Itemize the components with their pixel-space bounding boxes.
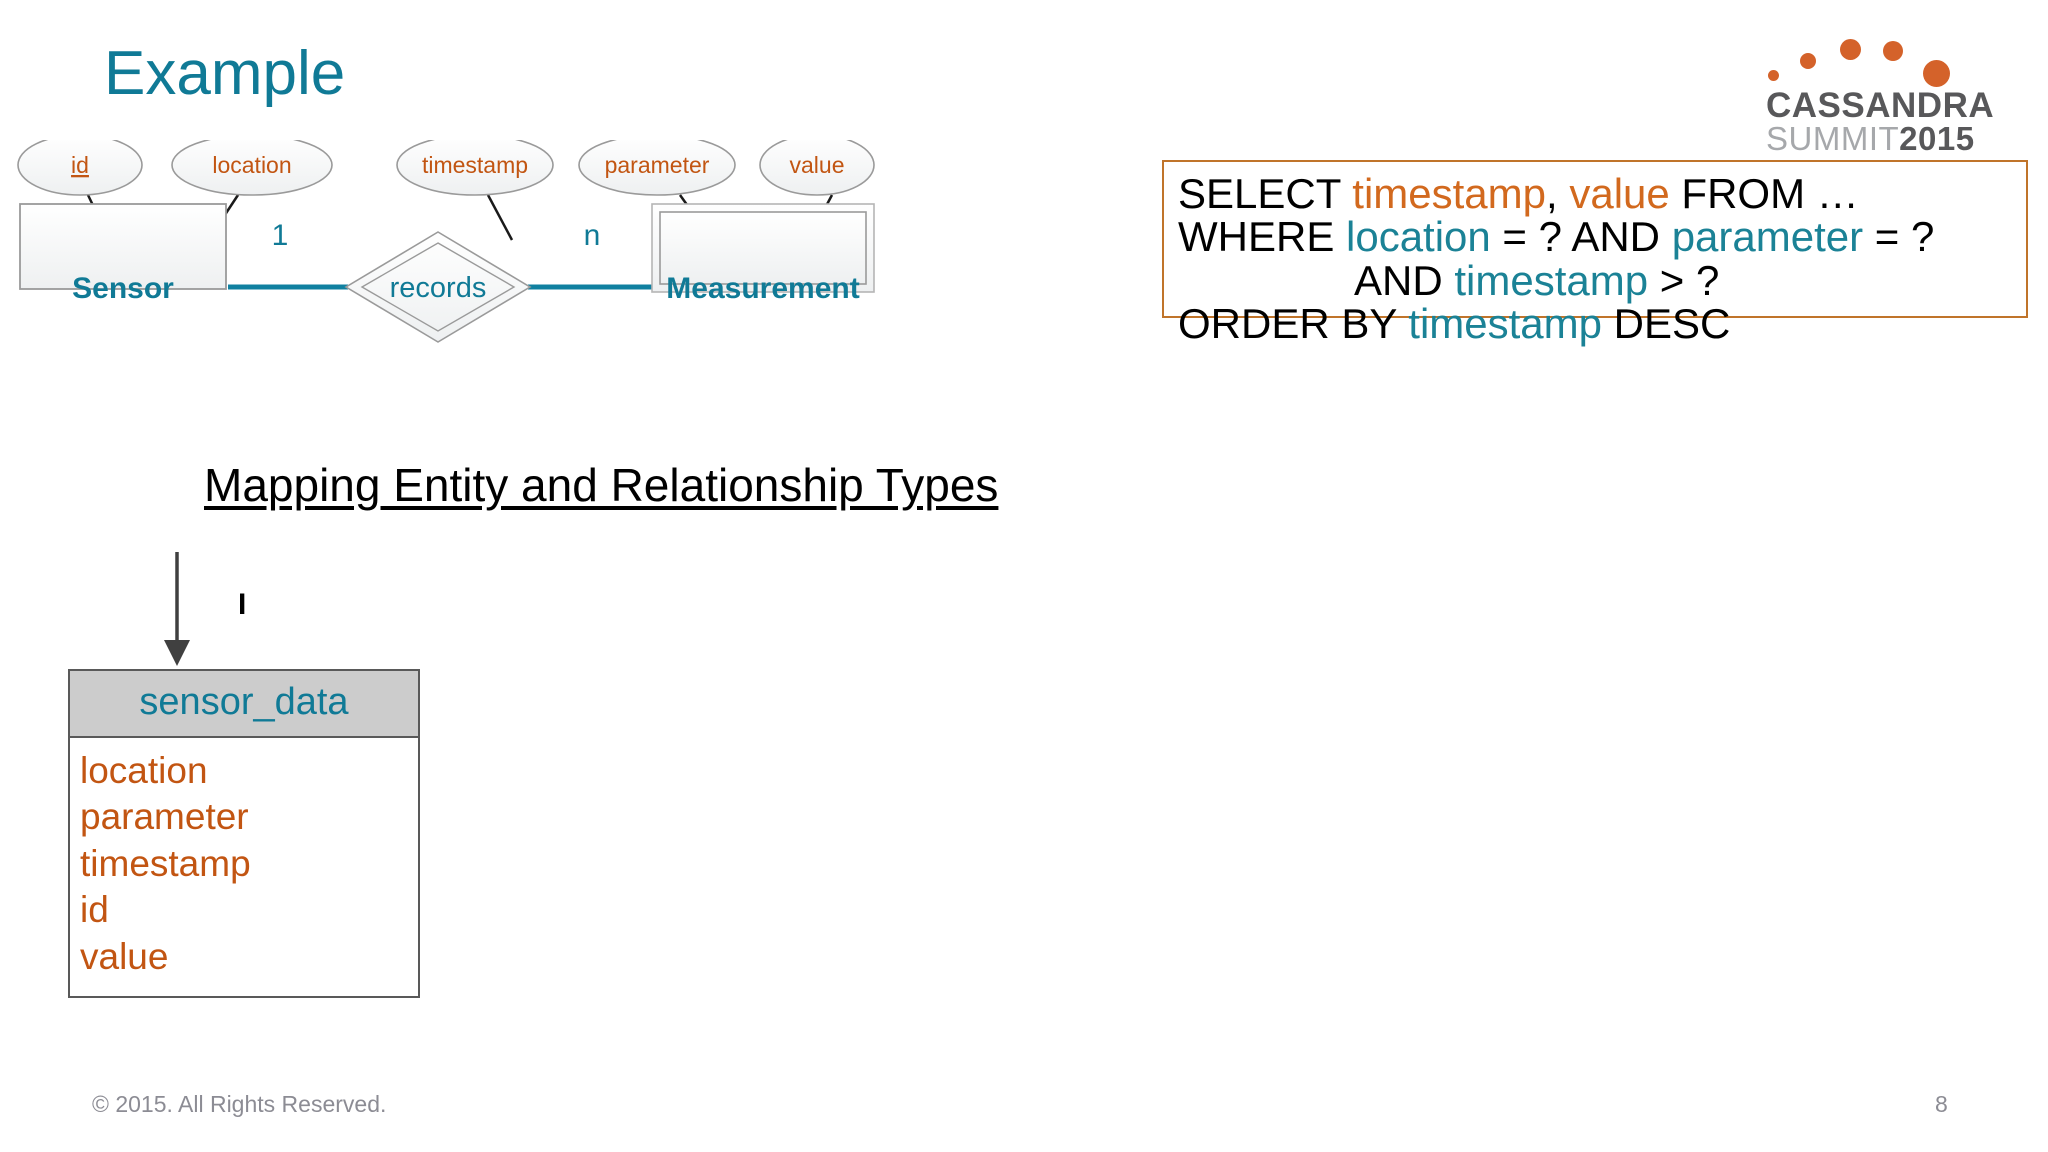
cardinality-left: 1 bbox=[272, 219, 289, 252]
attribute-label-timestamp: timestamp bbox=[422, 152, 528, 178]
footer-page-number: 8 bbox=[1935, 1091, 1948, 1117]
attribute-ellipse-location: location bbox=[171, 140, 333, 196]
sql-column-timestamp-order: timestamp bbox=[1408, 299, 1603, 347]
sql-column-timestamp-select: timestamp bbox=[1352, 170, 1547, 217]
logo-dots-arc bbox=[1758, 30, 2038, 88]
attribute-ellipse-value: value bbox=[759, 140, 875, 196]
logo-text-summit-year: SUMMIT2015 bbox=[1766, 120, 1975, 158]
sql-keyword-from: FROM … bbox=[1669, 170, 1859, 217]
table-row: parameter bbox=[80, 796, 249, 838]
sensor-data-table-name: sensor_data bbox=[70, 671, 418, 738]
sql-operator-eq-2: = ? bbox=[1863, 213, 1935, 261]
table-row: id bbox=[80, 889, 109, 931]
entity-sensor: Sensor bbox=[19, 203, 227, 305]
sql-separator-comma: , bbox=[1546, 170, 1570, 217]
mapping-section-heading: Mapping Entity and Relationship Types bbox=[204, 459, 999, 511]
sql-line-select: SELECT timestamp, value FROM … bbox=[1178, 172, 2012, 215]
logo-text-year: 2015 bbox=[1899, 120, 1975, 157]
sql-operator-gt: > ? bbox=[1648, 256, 1720, 304]
er-diagram: id location timestamp parameter value Se… bbox=[17, 140, 875, 343]
attribute-ellipse-parameter: parameter bbox=[578, 140, 736, 196]
attribute-label-parameter: parameter bbox=[605, 152, 710, 178]
sensor-data-table: sensor_data location parameter timestamp… bbox=[68, 669, 420, 998]
cardinality-right: n bbox=[584, 219, 601, 252]
sql-line-order-by: ORDER BY timestamp DESC bbox=[1178, 302, 2012, 345]
relationship-label-records: records bbox=[390, 272, 487, 304]
relationship-records: records bbox=[344, 231, 532, 343]
sql-column-location-where: location bbox=[1346, 213, 1491, 261]
sql-keyword-select: SELECT bbox=[1178, 170, 1353, 217]
arrow-annotation-label: I bbox=[238, 588, 247, 621]
sql-column-timestamp-where: timestamp bbox=[1454, 256, 1649, 304]
mapping-arrow-icon bbox=[164, 552, 190, 666]
sql-query-box: SELECT timestamp, value FROM … WHERE loc… bbox=[1162, 160, 2028, 345]
sql-keyword-and: AND bbox=[1354, 256, 1455, 304]
footer-copyright: © 2015. All Rights Reserved. bbox=[92, 1091, 387, 1117]
sql-keyword-where: WHERE bbox=[1178, 213, 1346, 261]
attribute-label-value: value bbox=[790, 152, 845, 178]
sql-column-parameter-where: parameter bbox=[1671, 213, 1864, 261]
sql-line-and: AND timestamp > ? bbox=[1178, 256, 2012, 304]
sql-operator-and-1: = ? AND bbox=[1490, 213, 1672, 261]
table-row: timestamp bbox=[80, 842, 251, 884]
edge-timestamp-records bbox=[486, 194, 514, 241]
page-title: Example bbox=[104, 39, 346, 108]
attribute-ellipse-id: id bbox=[17, 140, 143, 196]
table-row: value bbox=[80, 935, 169, 977]
attribute-ellipse-timestamp: timestamp bbox=[396, 140, 554, 196]
attribute-label-location: location bbox=[212, 152, 291, 178]
cassandra-summit-logo: CASSANDRA SUMMIT2015 bbox=[1758, 30, 2038, 157]
logo-text-cassandra: CASSANDRA bbox=[1766, 86, 1995, 125]
sql-line-where: WHERE location = ? AND parameter = ? bbox=[1178, 215, 2012, 258]
entity-measurement: Measurement bbox=[651, 203, 875, 305]
sql-keyword-order-by: ORDER BY bbox=[1178, 299, 1409, 347]
sql-column-value-select: value bbox=[1569, 170, 1670, 217]
attribute-label-id: id bbox=[71, 152, 89, 178]
entity-label-sensor: Sensor bbox=[72, 272, 174, 305]
entity-label-measurement: Measurement bbox=[666, 272, 859, 305]
logo-text-summit: SUMMIT bbox=[1766, 120, 1900, 157]
sql-keyword-desc: DESC bbox=[1602, 299, 1731, 347]
sensor-data-column-list: location parameter timestamp id value bbox=[70, 738, 418, 996]
table-row: location bbox=[80, 750, 208, 791]
